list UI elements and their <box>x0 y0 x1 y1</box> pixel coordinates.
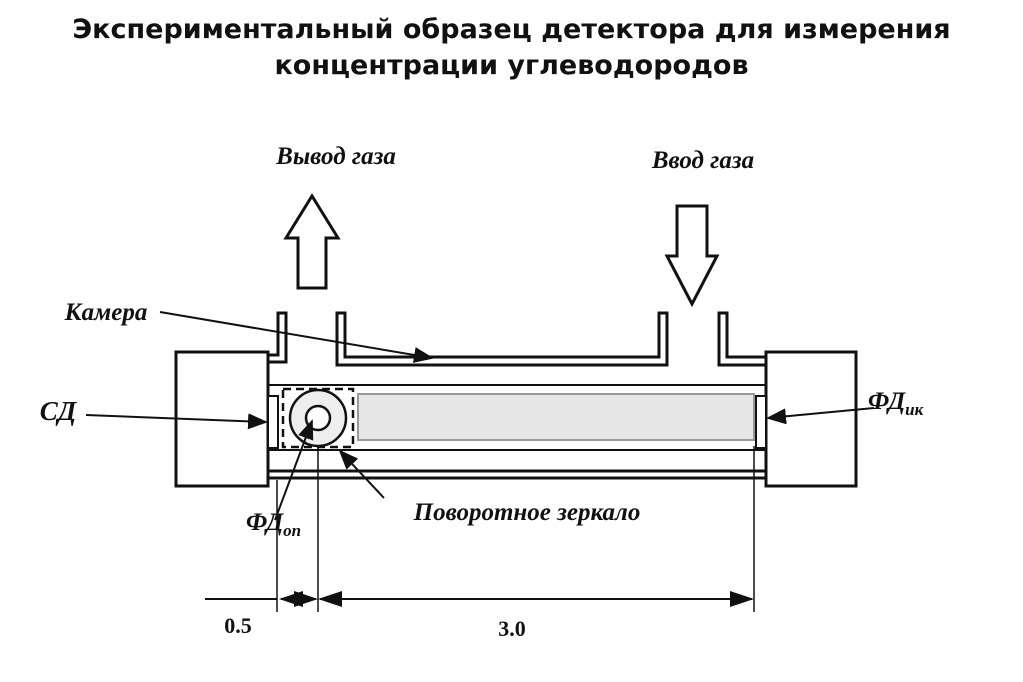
fd-ik-leader <box>766 407 875 425</box>
chamber-leader <box>159 311 434 363</box>
rotating-mirror <box>281 387 355 449</box>
fd-ik-element <box>755 395 767 449</box>
gas-out-arrow-icon <box>283 193 341 290</box>
title-line-1: Экспериментальный образец детектора для … <box>72 14 951 45</box>
chamber-label: Камера <box>64 299 148 326</box>
gas-out-label: Вывод газа <box>275 143 396 170</box>
mirror-leader <box>338 449 385 499</box>
fd-op-leader <box>274 419 314 521</box>
fd-op-label: ФДоп <box>246 509 301 540</box>
optical-channel <box>357 393 755 441</box>
fd-ik-block <box>764 350 858 488</box>
led-emitter <box>267 395 279 449</box>
chamber-top-wall <box>268 311 768 367</box>
gas-in-label: Ввод газа <box>651 147 754 174</box>
dimension-extension-lines <box>276 446 755 612</box>
fd-ik-label: ФДик <box>868 388 924 419</box>
fd-ik-label-main: ФД <box>868 388 906 415</box>
mirror-label: Поворотное зеркало <box>413 499 641 526</box>
fd-ik-label-sub: ик <box>905 400 923 419</box>
dimension-left-value: 0.5 <box>224 613 252 638</box>
diagram-title: Экспериментальный образец детектора для … <box>0 12 1023 84</box>
fd-op-label-sub: оп <box>283 521 301 540</box>
title-line-2: концентрации углеводородов <box>274 50 749 81</box>
fd-op-label-main: ФД <box>246 509 284 536</box>
led-leader <box>85 413 268 430</box>
dimension-right-value: 3.0 <box>498 616 526 641</box>
gas-in-arrow-icon <box>664 204 720 308</box>
led-label: СД <box>40 396 78 426</box>
